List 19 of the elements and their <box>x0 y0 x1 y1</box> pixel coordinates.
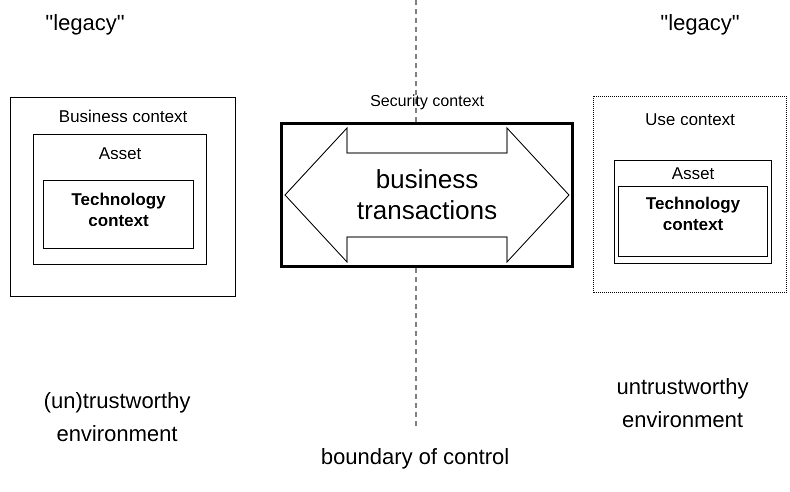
box-title: Technology context <box>644 193 742 236</box>
note-text: untrustworthy environment <box>615 373 750 434</box>
context-box <box>614 160 772 264</box>
note-text: "legacy" <box>659 9 741 37</box>
context-box <box>618 186 768 257</box>
context-box <box>10 97 236 297</box>
box-title: Asset <box>670 163 716 184</box>
note-text: "legacy" <box>44 9 126 37</box>
arrow-label: business transactions <box>356 164 498 226</box>
box-heading: Security context <box>369 93 485 111</box>
note-text: boundary of control <box>320 443 510 471</box>
context-box <box>33 134 207 265</box>
box-title: Technology context <box>70 189 167 232</box>
context-box <box>593 96 787 293</box>
box-title: Use context <box>644 109 736 130</box>
context-box <box>43 180 194 249</box>
box-title: Asset <box>98 143 142 164</box>
note-text: (un)trustworthy environment <box>42 387 192 448</box>
box-title: Business context <box>58 106 188 128</box>
